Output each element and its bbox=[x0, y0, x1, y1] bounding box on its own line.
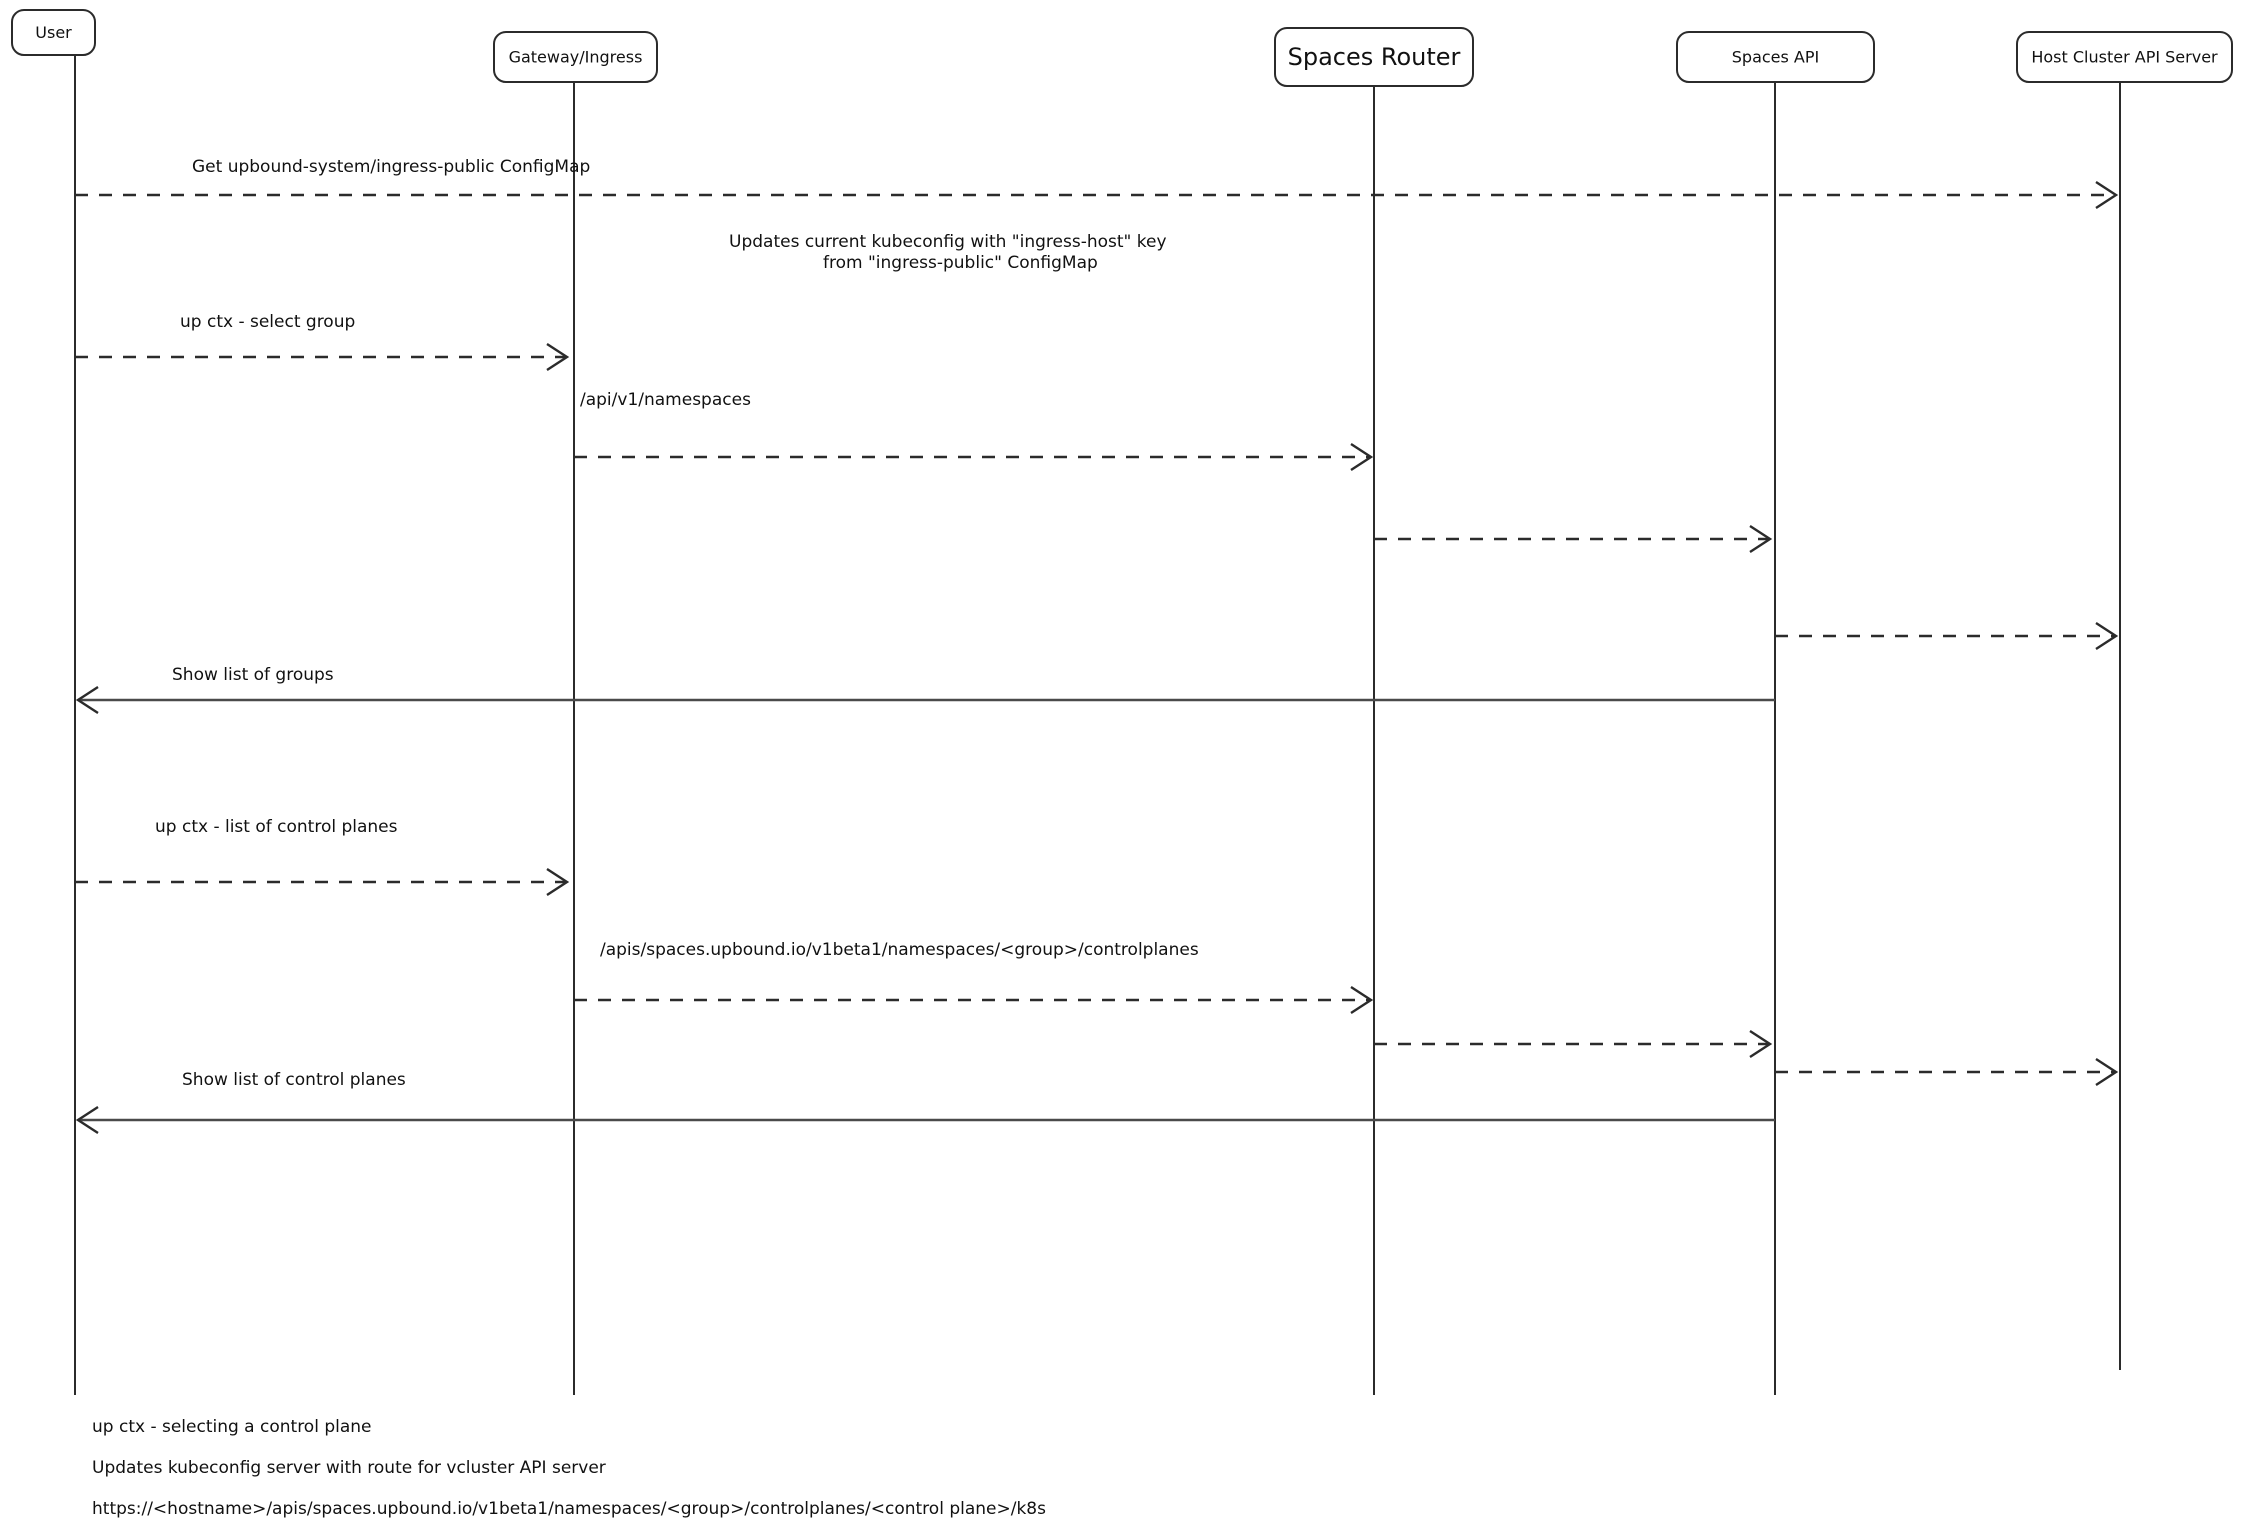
message-label-msg-controlplanes-api: /apis/spaces.upbound.io/v1beta1/namespac… bbox=[600, 940, 1199, 960]
arrowhead-msg-router-to-spaces-api-2 bbox=[1749, 1029, 1773, 1059]
arrowhead-msg-up-ctx-list-control-planes bbox=[546, 867, 570, 897]
participant-label-spaces-api: Spaces API bbox=[1732, 48, 1820, 67]
participant-gateway[interactable]: Gateway/Ingress bbox=[493, 31, 658, 83]
arrowhead-msg-router-to-spaces-api bbox=[1749, 524, 1773, 554]
message-label-msg-get-configmap: Get upbound-system/ingress-public Config… bbox=[192, 157, 590, 177]
message-msg-show-list-of-groups: Show list of groups bbox=[75, 665, 1775, 715]
participant-label-host-cluster-api: Host Cluster API Server bbox=[2031, 48, 2218, 67]
participant-label-user: User bbox=[35, 23, 72, 42]
message-label-msg-show-list-of-control-planes: Show list of control planes bbox=[182, 1070, 406, 1090]
arrowhead-msg-up-ctx-select-group bbox=[546, 342, 570, 372]
arrowhead-msg-show-list-of-control-planes bbox=[75, 1105, 99, 1135]
participant-box-host-cluster-api bbox=[2016, 31, 2233, 83]
message-msg-up-ctx-list-control-planes: up ctx - list of control planes bbox=[75, 817, 570, 897]
message-label-msg-show-list-of-groups: Show list of groups bbox=[172, 665, 334, 685]
message-msg-router-to-spaces-api-2 bbox=[1374, 1029, 1773, 1059]
message-msg-get-configmap: Get upbound-system/ingress-public Config… bbox=[75, 157, 2119, 210]
note-url: https://<hostname>/apis/spaces.upbound.i… bbox=[92, 1499, 1046, 1519]
note-updates-kubeconfig: Updates kubeconfig server with route for… bbox=[92, 1458, 606, 1478]
arrowhead-msg-show-list-of-groups bbox=[75, 685, 99, 715]
message-label-msg-api-v1-namespaces: /api/v1/namespaces bbox=[580, 390, 751, 410]
participant-spaces-api[interactable]: Spaces API bbox=[1676, 31, 1875, 83]
message-msg-controlplanes-api: /apis/spaces.upbound.io/v1beta1/namespac… bbox=[574, 940, 1374, 1015]
message-label-msg-up-ctx-select-group: up ctx - select group bbox=[180, 312, 355, 332]
participant-box-user bbox=[11, 9, 96, 56]
arrowhead-msg-get-configmap bbox=[2095, 180, 2119, 210]
message-label-msg-up-ctx-list-control-planes: up ctx - list of control planes bbox=[155, 817, 398, 837]
participant-spaces-router[interactable]: Spaces Router bbox=[1274, 27, 1474, 87]
lifelines-group bbox=[74, 55, 2121, 1395]
message-msg-update-kubeconfig-note: Updates current kubeconfig with "ingress… bbox=[729, 232, 1167, 273]
arrowhead-msg-spaces-api-to-host bbox=[2095, 621, 2119, 651]
note-up-ctx-selecting: up ctx - selecting a control plane bbox=[92, 1417, 372, 1437]
participant-user[interactable]: User bbox=[11, 9, 96, 56]
arrowhead-msg-controlplanes-api bbox=[1350, 985, 1374, 1015]
participant-box-gateway bbox=[493, 31, 658, 83]
participant-box-spaces-router bbox=[1274, 27, 1474, 87]
messages-group: Get upbound-system/ingress-public Config… bbox=[75, 157, 2119, 1135]
participant-box-spaces-api bbox=[1676, 31, 1875, 83]
arrowhead-msg-api-v1-namespaces bbox=[1350, 442, 1374, 472]
message-msg-router-to-spaces-api bbox=[1374, 524, 1773, 554]
participant-label-gateway: Gateway/Ingress bbox=[509, 48, 643, 67]
participant-label-spaces-router: Spaces Router bbox=[1288, 43, 1461, 71]
message-label2-msg-update-kubeconfig-note: from "ingress-public" ConfigMap bbox=[823, 253, 1098, 273]
arrowhead-msg-spaces-api-to-host-2 bbox=[2095, 1057, 2119, 1087]
message-msg-spaces-api-to-host bbox=[1775, 621, 2119, 651]
footer-notes-group: up ctx - selecting a control planeUpdate… bbox=[92, 1417, 1046, 1519]
message-label-msg-update-kubeconfig-note: Updates current kubeconfig with "ingress… bbox=[729, 232, 1167, 252]
message-msg-show-list-of-control-planes: Show list of control planes bbox=[75, 1070, 1775, 1135]
message-msg-api-v1-namespaces: /api/v1/namespaces bbox=[574, 390, 1374, 472]
participant-host-cluster-api[interactable]: Host Cluster API Server bbox=[2016, 31, 2233, 83]
message-msg-spaces-api-to-host-2 bbox=[1775, 1057, 2119, 1087]
message-msg-up-ctx-select-group: up ctx - select group bbox=[75, 312, 570, 372]
